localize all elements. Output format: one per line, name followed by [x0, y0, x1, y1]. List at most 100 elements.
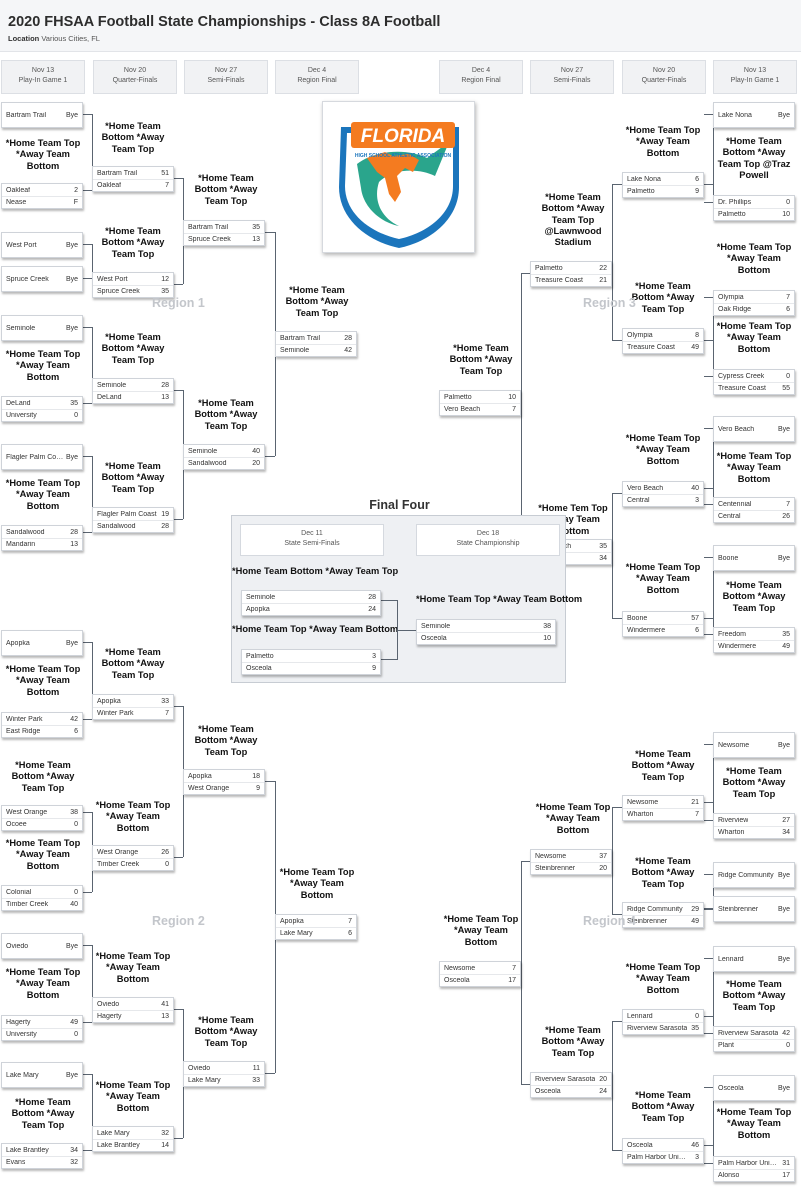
team-score: 34 [70, 1146, 78, 1154]
connector-line [704, 908, 713, 909]
team-name: Seminole [421, 622, 451, 630]
header-round: Semi-Finals [553, 77, 591, 84]
team-score: 35 [70, 399, 78, 407]
team-score: 35 [252, 223, 260, 231]
team-name: Sandalwood [97, 523, 136, 530]
team-name: Bartram Trail [188, 223, 229, 231]
connector-line [704, 618, 713, 619]
placeholder-note: *Home Team Bottom *Away Team Top [194, 1015, 258, 1048]
connector-line [704, 909, 713, 910]
team-row: Palm Harbor University3 [623, 1151, 703, 1163]
connector-line [521, 861, 530, 862]
header-date: Dec 11 [301, 530, 323, 537]
team-name: Seminole [246, 593, 276, 601]
team-score: 9 [256, 785, 260, 792]
team-name: Oakleaf [6, 186, 31, 194]
team-name: Osceola [718, 1084, 744, 1092]
connector-line [704, 1145, 713, 1146]
team-score: 7 [512, 964, 516, 972]
team-score: 21 [691, 798, 699, 806]
team-score: 28 [70, 528, 78, 536]
placeholder-note: *Home Team Bottom *Away Team Top [232, 566, 399, 576]
team-name: Freedom [718, 630, 747, 638]
team-score: Bye [777, 111, 790, 119]
placeholder-note: *Home Team Top *Away Team Bottom [443, 914, 519, 947]
team-name: Palmetto [718, 211, 746, 218]
team-name: Dr. Phillips [718, 198, 752, 206]
game-box[interactable]: Palm Harbor University31Alonso17 [713, 1156, 795, 1182]
header-date: Nov 13 [31, 67, 55, 74]
